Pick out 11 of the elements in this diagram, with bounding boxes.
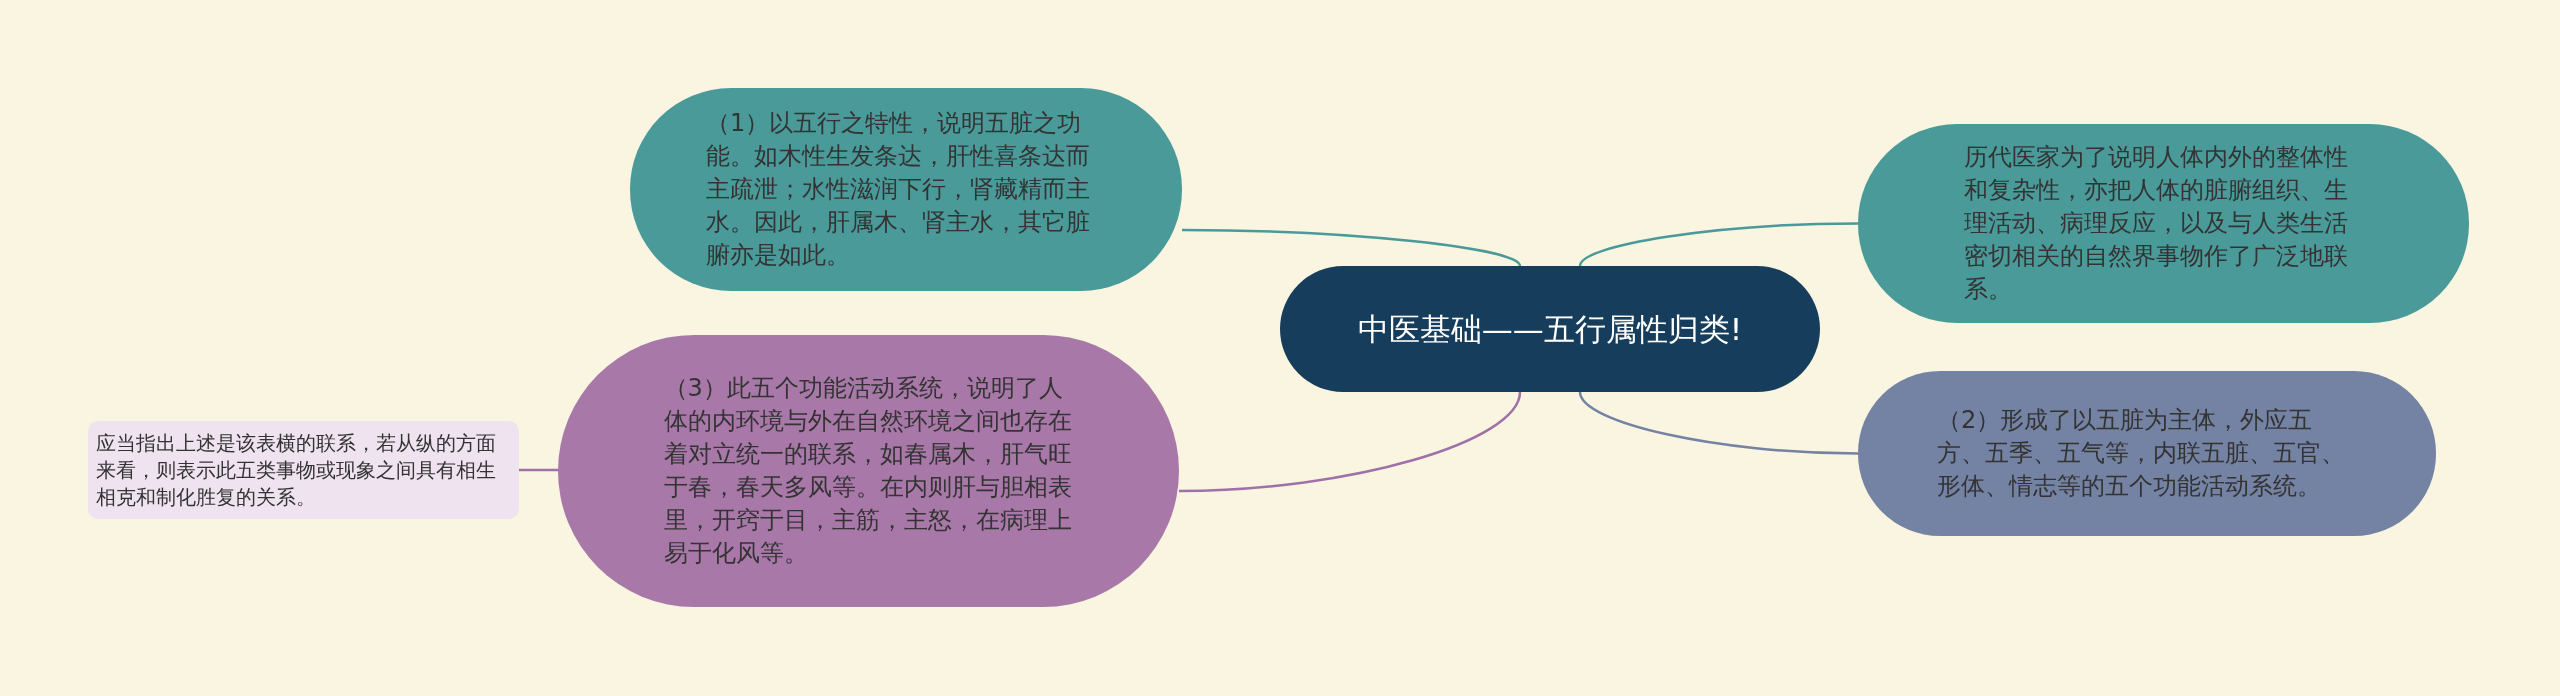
- connector-line: [1578, 222, 1858, 267]
- connector-line: [1182, 228, 1521, 267]
- body-text: （3）此五个功能活动系统，说明了人体的内环境与外在自然环境之间也存在着对立统一的联系，如春属木，肝气旺于春，春天多风等。在内则肝与胆相表里，开窍于目，主筋，主怒，在病理上易于化风等。: [663, 373, 1073, 569]
- body-text: 历代医家为了说明人体内外的整体性和复杂性，亦把人体的脏腑组织、生理活动、病理反应，以及与人类生活密切相关的自然界事物作了广泛地联系。: [1963, 142, 2349, 305]
- body-text: （1）以五行之特性，说明五脏之功能。如木性生发条达，肝性喜条达而主疏泄；水性滋润下行，肾藏精而主水。因此，肝属木、肾主水，其它脏腑亦是如此。: [706, 108, 1091, 271]
- note-box: [88, 421, 519, 519]
- body-text: （2）形成了以五脏为主体，外应五方、五季、五气等，内联五脏、五官、形体、情志等的五个功能活动系统。: [1937, 405, 2346, 502]
- body-text: 应当指出上述是该表横的联系，若从纵的方面来看，则表示此五类事物或现象之间具有相生相克和制化胜复的关系。: [96, 429, 497, 511]
- connector-line: [1178, 391, 1522, 493]
- connector-line: [1578, 391, 1859, 455]
- title-text: 中医基础——五行属性归类!: [1356, 310, 1744, 349]
